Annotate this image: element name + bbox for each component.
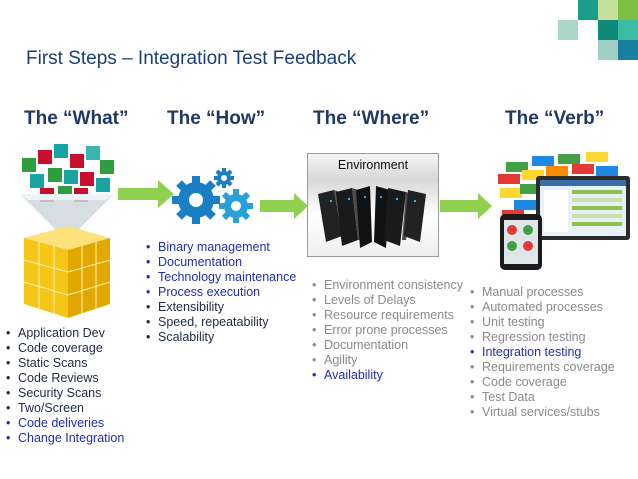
list-item: Virtual services/stubs xyxy=(470,405,615,420)
where-list: Environment consistencyLevels of DelaysR… xyxy=(312,278,463,383)
list-item: Code Reviews xyxy=(6,371,124,386)
list-item: Code coverage xyxy=(6,341,124,356)
list-item: Test Data xyxy=(470,390,615,405)
arrow-where-to-verb xyxy=(440,193,492,219)
list-item: Agility xyxy=(312,353,463,368)
list-item: Requirements coverage xyxy=(470,360,615,375)
list-item: Documentation xyxy=(146,255,296,270)
heading-verb: The “Verb” xyxy=(505,108,605,129)
arrow-what-to-how xyxy=(118,180,174,208)
environment-label: Environment xyxy=(337,158,409,172)
heading-where: The “Where” xyxy=(313,108,430,129)
list-item: Automated processes xyxy=(470,300,615,315)
arrow-how-to-where xyxy=(260,193,308,219)
list-item: Scalability xyxy=(146,330,296,345)
list-item: Documentation xyxy=(312,338,463,353)
list-item: Unit testing xyxy=(470,315,615,330)
list-item: Resource requirements xyxy=(312,308,463,323)
lego-and-devices-icon xyxy=(498,152,630,270)
server-rack-icon xyxy=(318,186,426,248)
list-item: Technology maintenance xyxy=(146,270,296,285)
list-item: Code deliveries xyxy=(6,416,124,431)
gears-icon xyxy=(172,168,253,224)
how-list: Binary managementDocumentationTechnology… xyxy=(146,240,296,345)
list-item: Environment consistency xyxy=(312,278,463,293)
verb-list: Manual processesAutomated processesUnit … xyxy=(470,285,615,420)
corner-decoration xyxy=(558,0,638,60)
page-title: First Steps – Integration Test Feedback xyxy=(26,48,357,69)
cube-funnel-icon xyxy=(20,144,114,318)
list-item: Availability xyxy=(312,368,463,383)
list-item: Code coverage xyxy=(470,375,615,390)
list-item: Regression testing xyxy=(470,330,615,345)
list-item: Binary management xyxy=(146,240,296,255)
list-item: Extensibility xyxy=(146,300,296,315)
list-item: Change Integration xyxy=(6,431,124,446)
heading-what: The “What” xyxy=(24,108,129,129)
list-item: Error prone processes xyxy=(312,323,463,338)
heading-how: The “How” xyxy=(167,108,266,129)
list-item: Process execution xyxy=(146,285,296,300)
list-item: Integration testing xyxy=(470,345,615,360)
list-item: Manual processes xyxy=(470,285,615,300)
what-list: Application DevCode coverageStatic Scans… xyxy=(6,326,124,446)
list-item: Security Scans xyxy=(6,386,124,401)
list-item: Two/Screen xyxy=(6,401,124,416)
list-item: Application Dev xyxy=(6,326,124,341)
list-item: Levels of Delays xyxy=(312,293,463,308)
list-item: Static Scans xyxy=(6,356,124,371)
list-item: Speed, repeatability xyxy=(146,315,296,330)
